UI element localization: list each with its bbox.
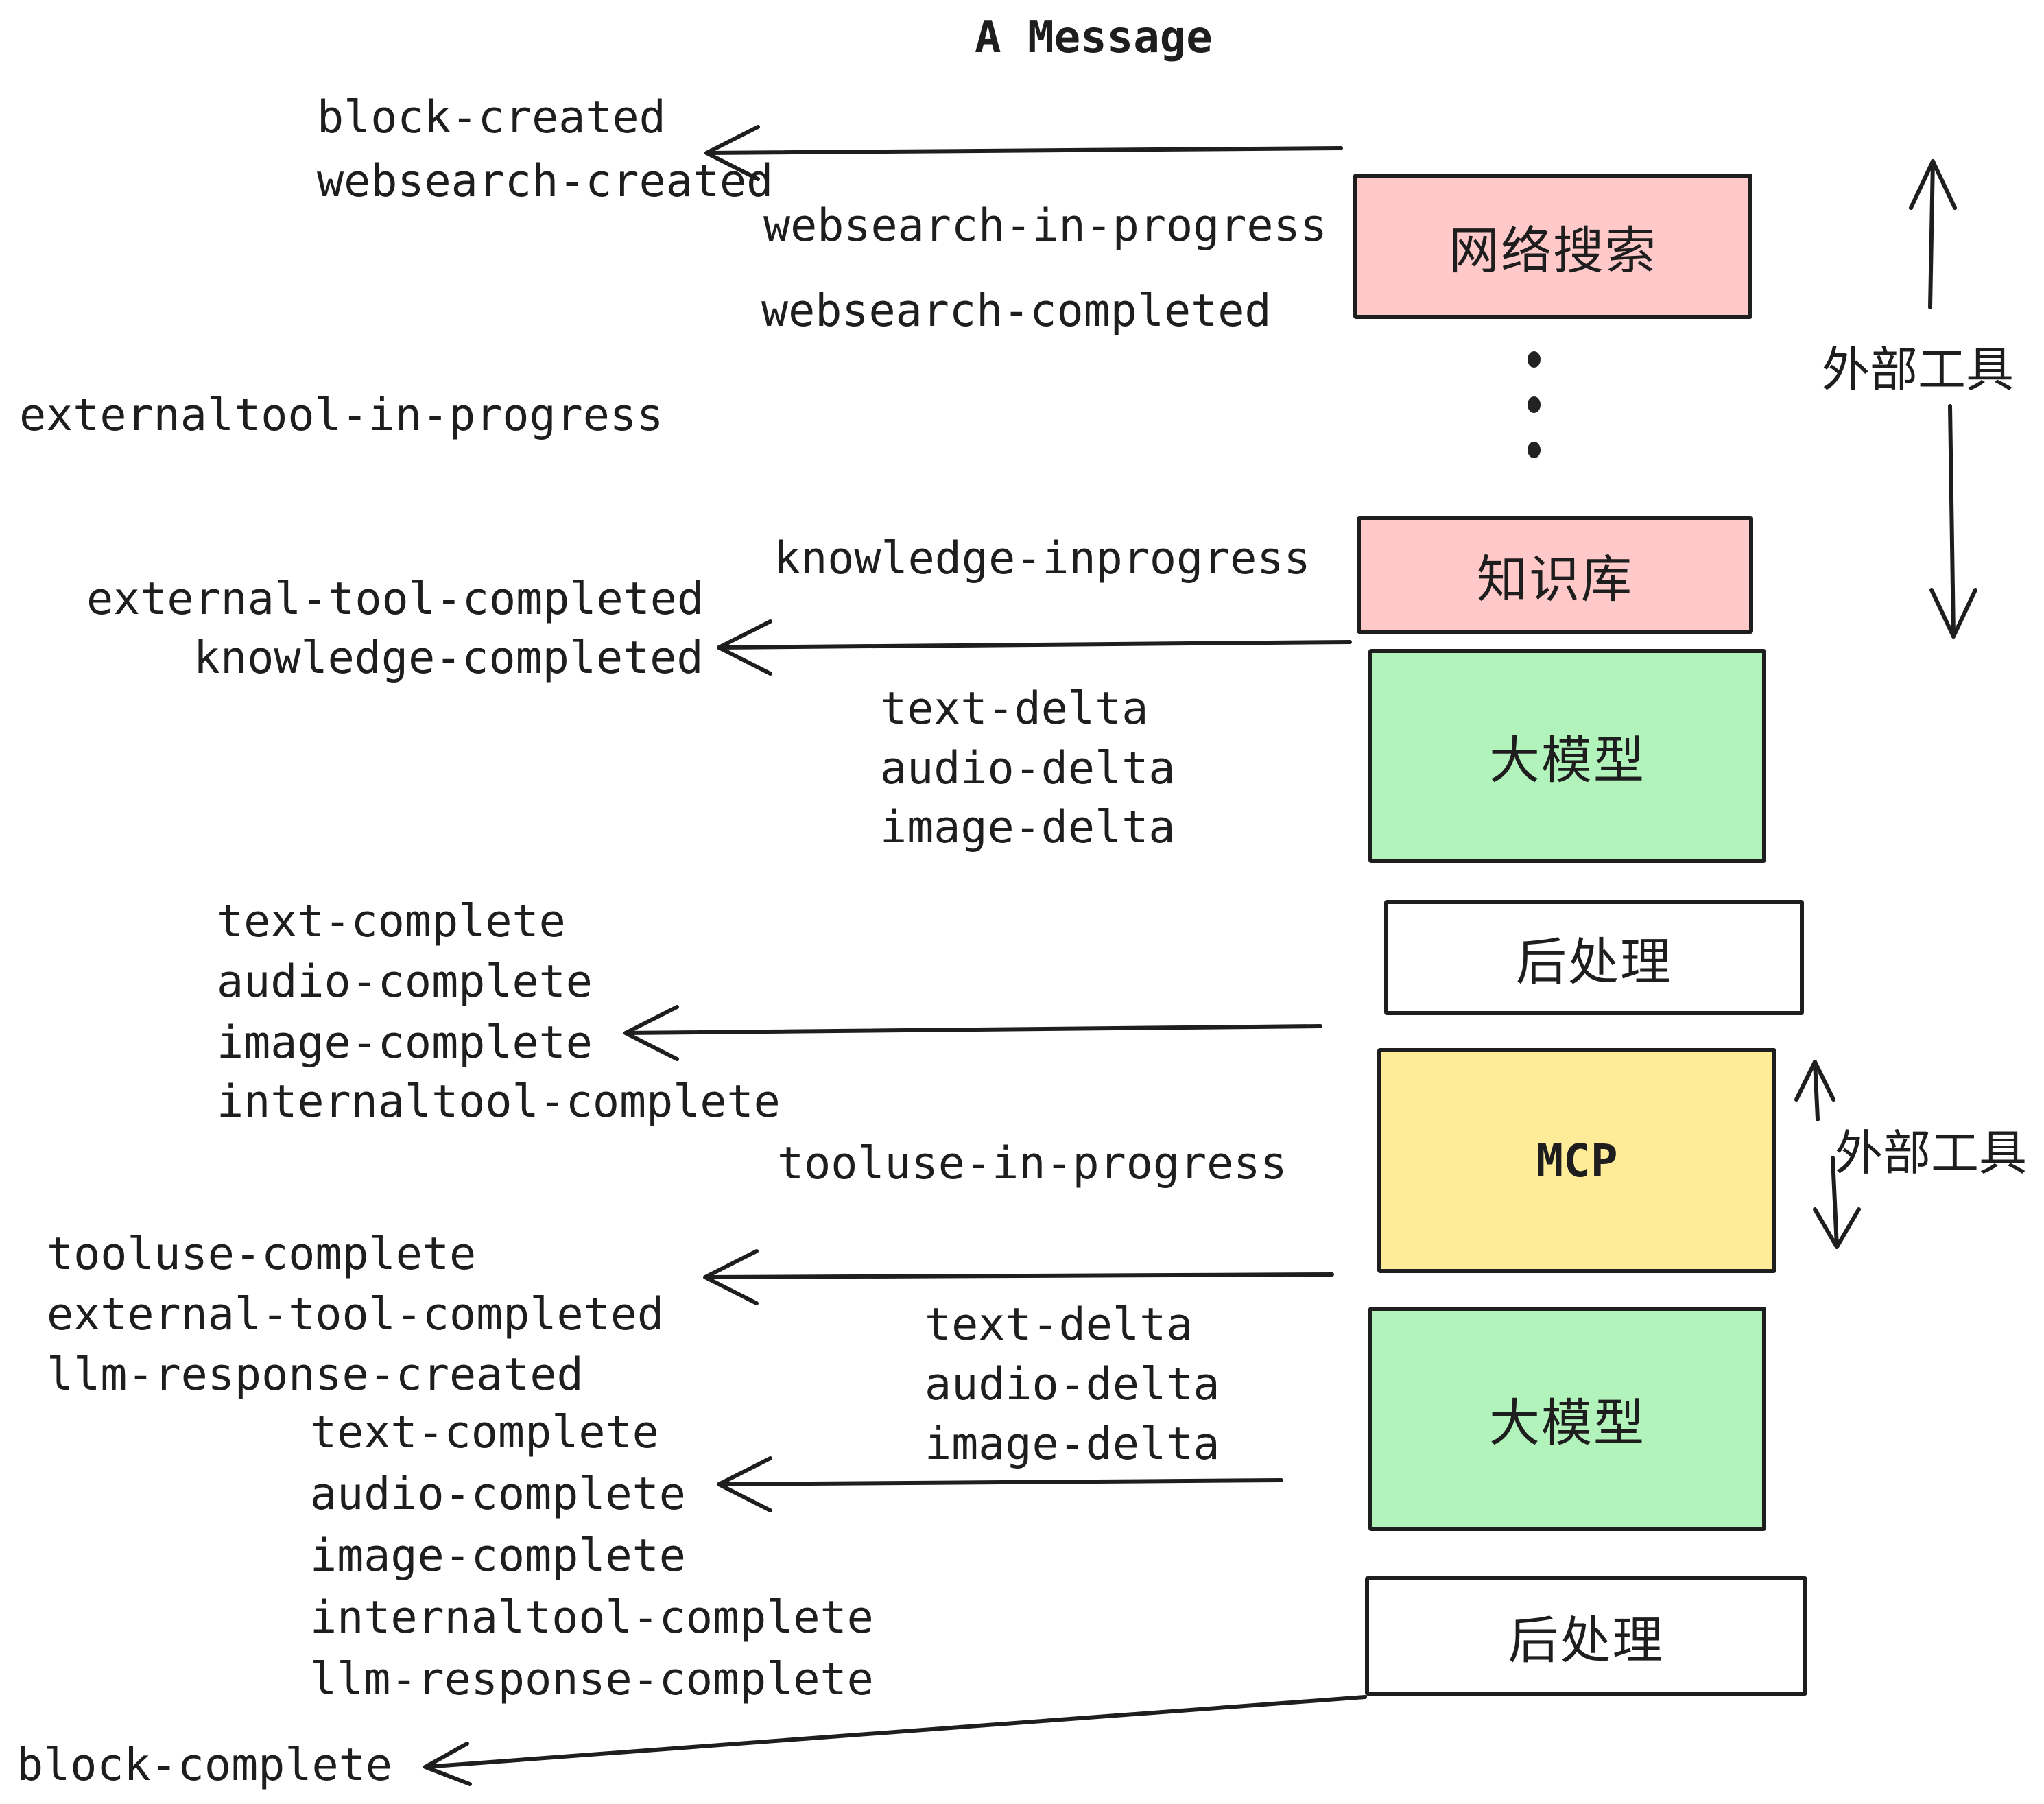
event-label-llm-response-complete: llm-response-complete — [310, 1654, 874, 1705]
event-label-internaltool-complete-1: internaltool-complete — [217, 1076, 781, 1128]
arrow-left-image-complete-icon — [623, 1005, 1322, 1061]
event-label-audio-delta-1: audio-delta — [880, 743, 1176, 794]
box-postprocess-2: 后处理 — [1365, 1576, 1807, 1696]
page-title: A Message — [975, 12, 1213, 63]
event-label-knowledge-inprogress: knowledge-inprogress — [774, 533, 1311, 584]
ellipsis-dot — [1528, 396, 1541, 413]
event-label-tooluse-complete: tooluse-complete — [47, 1229, 477, 1280]
box-knowledge-label: 知识库 — [1477, 550, 1633, 608]
box-websearch-label: 网络搜索 — [1449, 222, 1657, 279]
event-label-image-delta-1: image-delta — [880, 802, 1176, 853]
box-postprocess-1-label: 后处理 — [1516, 933, 1672, 990]
event-label-internaltool-complete-2: internaltool-complete — [310, 1592, 874, 1643]
ellipsis-dot — [1528, 351, 1541, 368]
event-label-knowledge-completed: knowledge-completed — [193, 632, 704, 684]
arrow-left-tooluse-complete-icon — [703, 1249, 1334, 1305]
external-tools-label-1: 外部工具 — [1822, 343, 2014, 396]
event-label-block-complete: block-complete — [16, 1740, 392, 1791]
event-label-block-created: block-created — [317, 92, 666, 143]
event-label-audio-complete-1: audio-complete — [217, 956, 593, 1008]
event-label-websearch-in-progress: websearch-in-progress — [763, 200, 1327, 252]
arrow-left-block-complete-icon — [423, 1695, 1367, 1786]
event-label-text-complete-1: text-complete — [217, 896, 566, 947]
event-label-audio-complete-2: audio-complete — [310, 1469, 686, 1520]
event-label-image-complete-1: image-complete — [217, 1017, 593, 1069]
event-label-image-delta-2: image-delta — [925, 1419, 1220, 1470]
event-label-text-delta-1: text-delta — [880, 683, 1149, 735]
arrow-up-external-tools-1-icon — [1909, 159, 1957, 309]
box-postprocess-1: 后处理 — [1384, 900, 1804, 1015]
box-knowledge: 知识库 — [1357, 516, 1753, 634]
external-tools-label-2: 外部工具 — [1835, 1126, 2027, 1180]
event-label-external-tool-completed: external-tool-completed — [86, 573, 704, 625]
box-mcp-label: MCP — [1536, 1134, 1618, 1187]
event-label-websearch-completed: websearch-completed — [761, 285, 1272, 337]
vertical-ellipsis-icon — [1528, 351, 1541, 458]
event-label-text-delta-2: text-delta — [925, 1299, 1193, 1351]
event-label-websearch-created: websearch-created — [317, 156, 774, 207]
event-label-llm-response-created: llm-response-created — [47, 1349, 584, 1401]
box-llm-1: 大模型 — [1368, 649, 1766, 863]
box-postprocess-2-label: 后处理 — [1508, 1611, 1665, 1669]
box-mcp: MCP — [1377, 1048, 1776, 1273]
arrow-left-knowledge-completed-icon — [717, 619, 1352, 676]
box-llm-2-label: 大模型 — [1489, 1394, 1645, 1451]
box-llm-1-label: 大模型 — [1489, 731, 1645, 789]
event-label-audio-delta-2: audio-delta — [925, 1359, 1220, 1410]
arrow-down-external-tools-1-icon — [1929, 404, 1977, 639]
arrow-up-external-tools-2-icon — [1794, 1060, 1835, 1121]
box-websearch: 网络搜索 — [1353, 174, 1752, 319]
event-label-tooluse-in-progress: tooluse-in-progress — [777, 1138, 1287, 1189]
event-label-text-complete-2: text-complete — [310, 1407, 659, 1458]
arrow-left-websearch-created-icon — [704, 125, 1343, 181]
event-label-image-complete-2: image-complete — [310, 1530, 686, 1582]
event-label-external-tool-completed-2: external-tool-completed — [47, 1289, 665, 1340]
ellipsis-dot — [1528, 442, 1541, 458]
box-llm-2: 大模型 — [1368, 1307, 1766, 1531]
event-label-externaltool-in-progress: externaltool-in-progress — [19, 390, 664, 441]
